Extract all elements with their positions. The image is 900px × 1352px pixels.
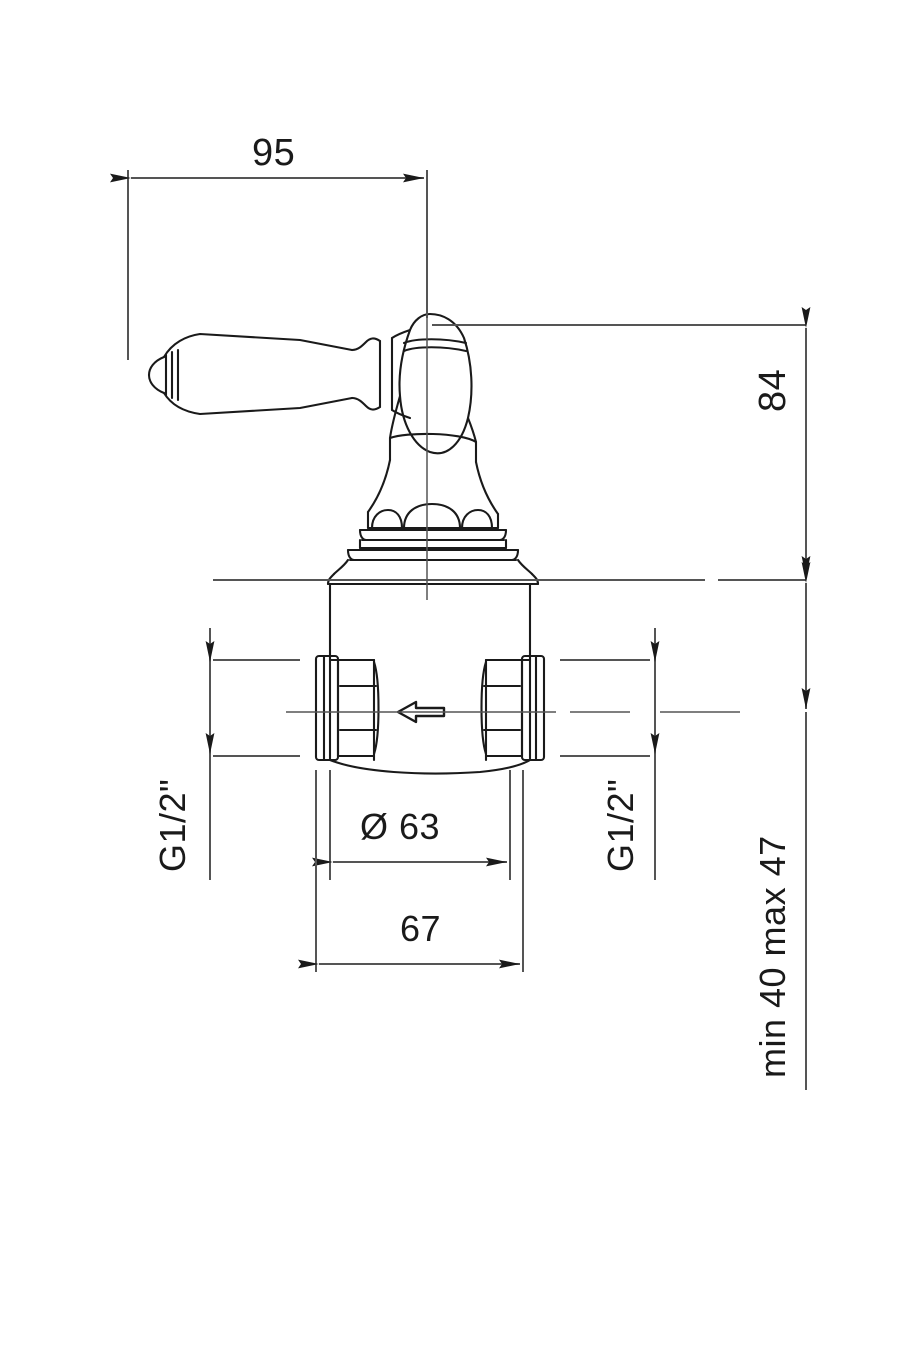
dimension-label-height: 84 bbox=[752, 368, 794, 412]
dimension-label-body-width: 67 bbox=[400, 908, 442, 949]
threaded-connector-left bbox=[314, 654, 380, 762]
threaded-connector-right bbox=[480, 654, 546, 762]
dimension-95 bbox=[110, 170, 428, 360]
dimension-label-thread-left: G1/2" bbox=[152, 778, 193, 872]
dimension-label-lever-length: 95 bbox=[252, 132, 296, 174]
dimension-thread-left bbox=[205, 628, 300, 880]
dimension-width-67 bbox=[298, 770, 524, 972]
escutcheon-outline bbox=[326, 432, 540, 586]
dimension-label-diameter: Ø 63 bbox=[360, 806, 441, 847]
dimension-label-wall-depth: min 40 max 47 bbox=[752, 835, 793, 1078]
dimension-thread-right bbox=[560, 628, 660, 880]
valve-body-outline bbox=[328, 582, 532, 775]
dimension-label-thread-right: G1/2" bbox=[600, 778, 641, 872]
centerlines bbox=[286, 288, 740, 713]
lever-handle-outline bbox=[147, 328, 412, 420]
knob-outline bbox=[388, 312, 478, 455]
dimension-diameter-63 bbox=[312, 770, 511, 880]
